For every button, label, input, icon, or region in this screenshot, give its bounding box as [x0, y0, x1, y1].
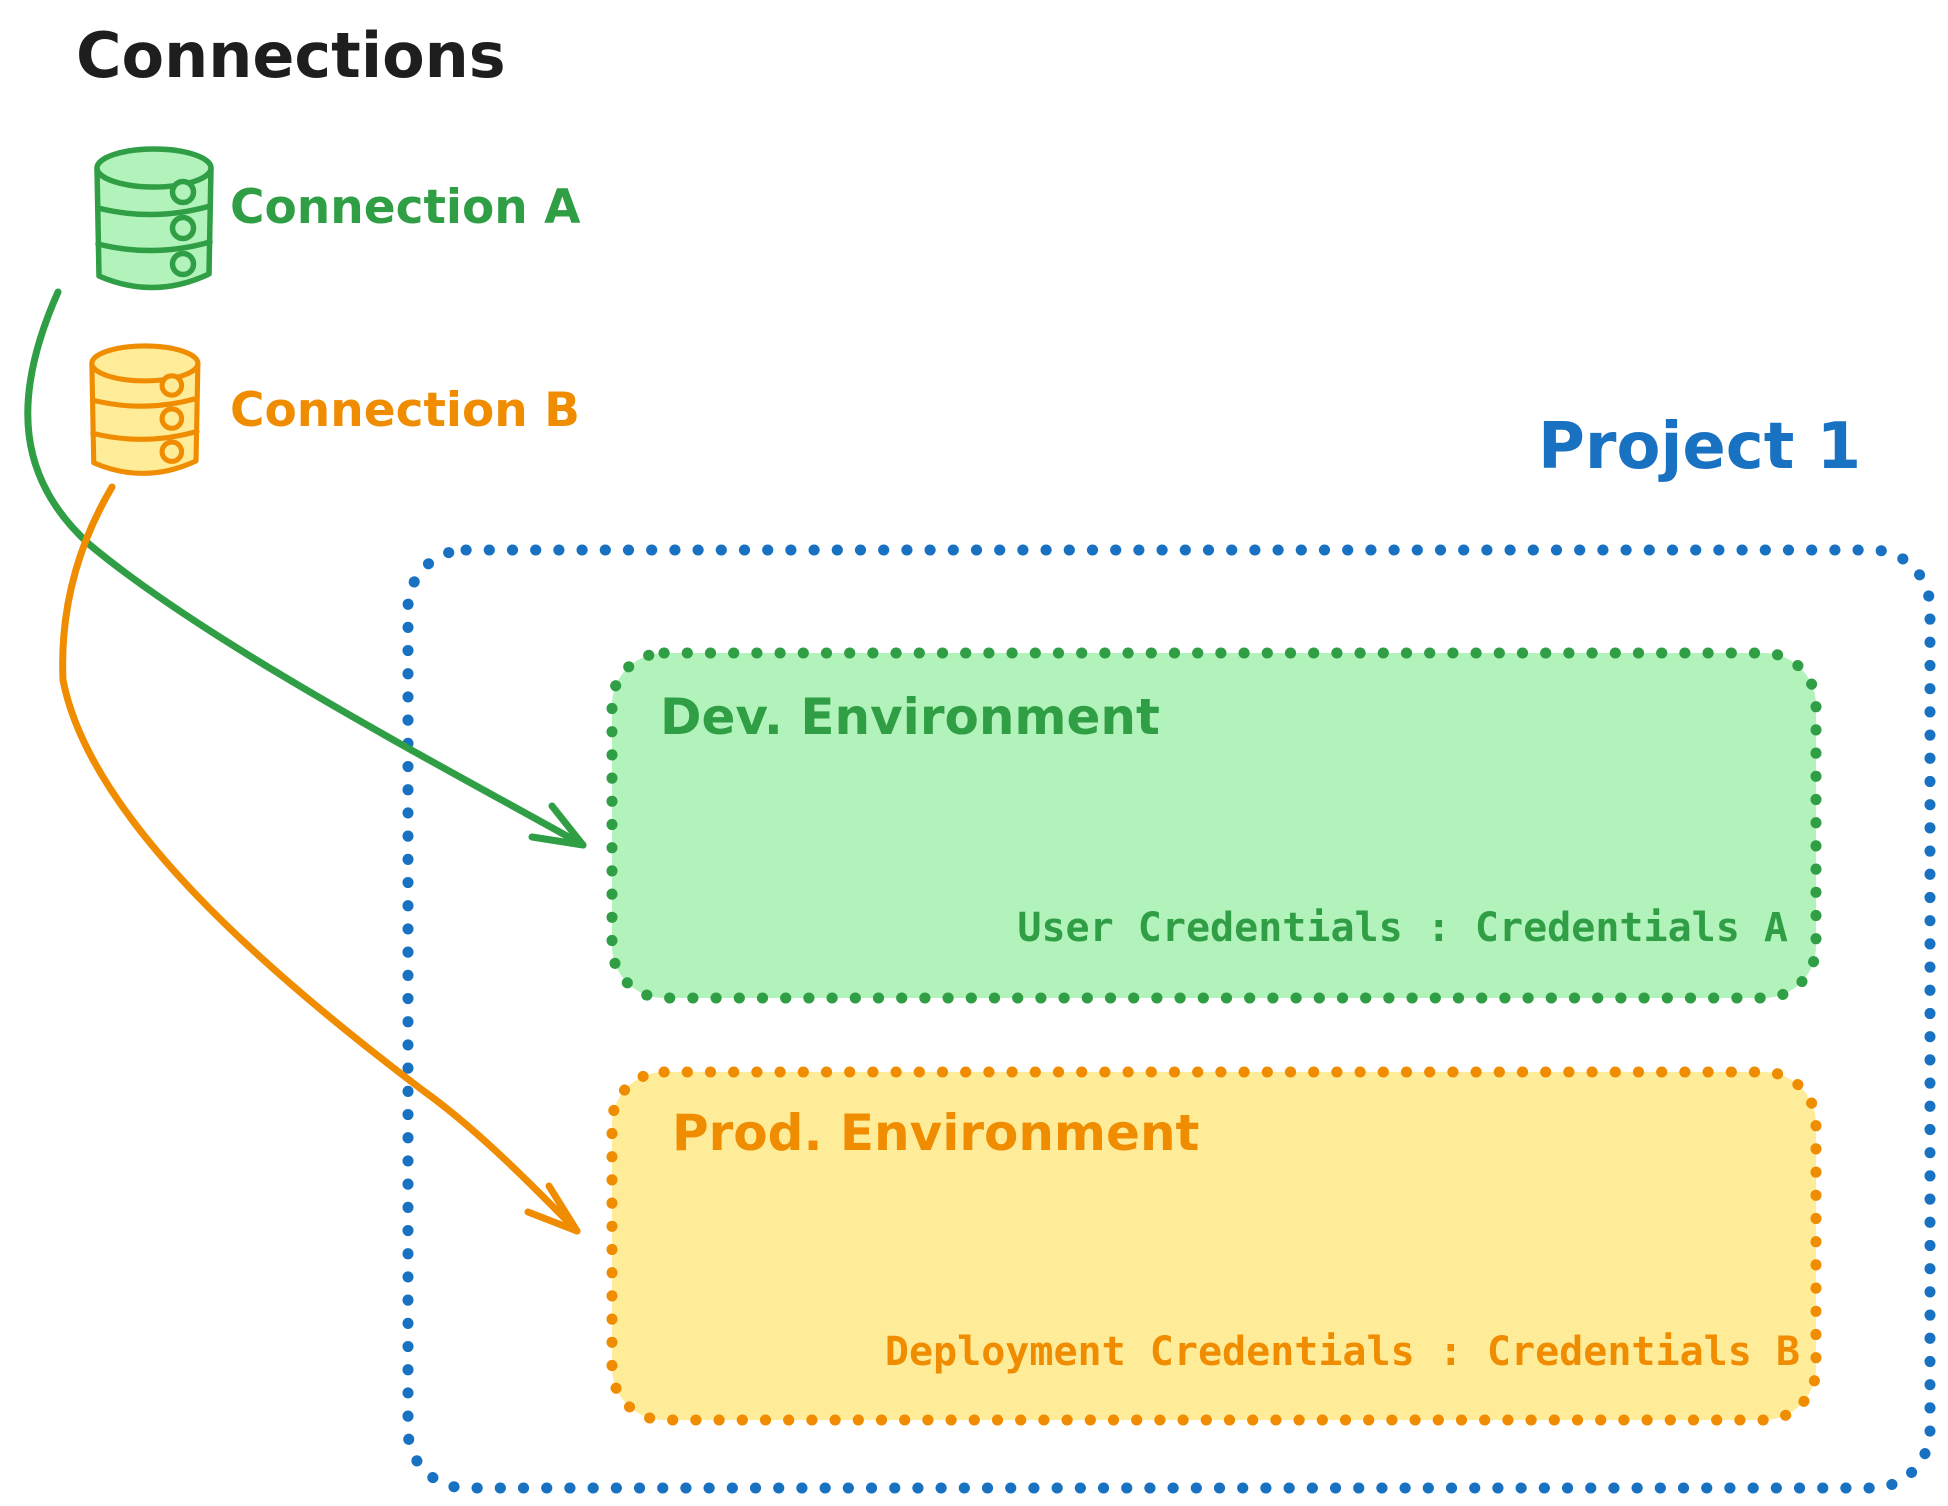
- dev-environment-box: [606, 647, 1822, 1004]
- connection-a-database-icon: [94, 146, 214, 291]
- prod-environment-credentials: Deployment Credentials : Credentials B: [884, 1329, 1800, 1375]
- connection-a-to-dev-arrow: [24, 288, 587, 849]
- dev-environment-title: Dev. Environment: [660, 688, 1160, 746]
- connection-b-database-icon: [89, 343, 201, 476]
- connections-heading: Connections: [76, 19, 506, 92]
- connection-b-to-prod-arrow: [59, 483, 581, 1235]
- dev-environment-credentials: User Credentials : Credentials A: [1017, 905, 1788, 951]
- project-1-title: Project 1: [1538, 410, 1862, 484]
- prod-environment-box: [606, 1066, 1822, 1426]
- connection-b-label: Connection B: [230, 383, 580, 438]
- project-1-border: [402, 544, 1936, 1494]
- connection-a-label: Connection A: [230, 180, 581, 235]
- prod-environment-title: Prod. Environment: [672, 1104, 1200, 1162]
